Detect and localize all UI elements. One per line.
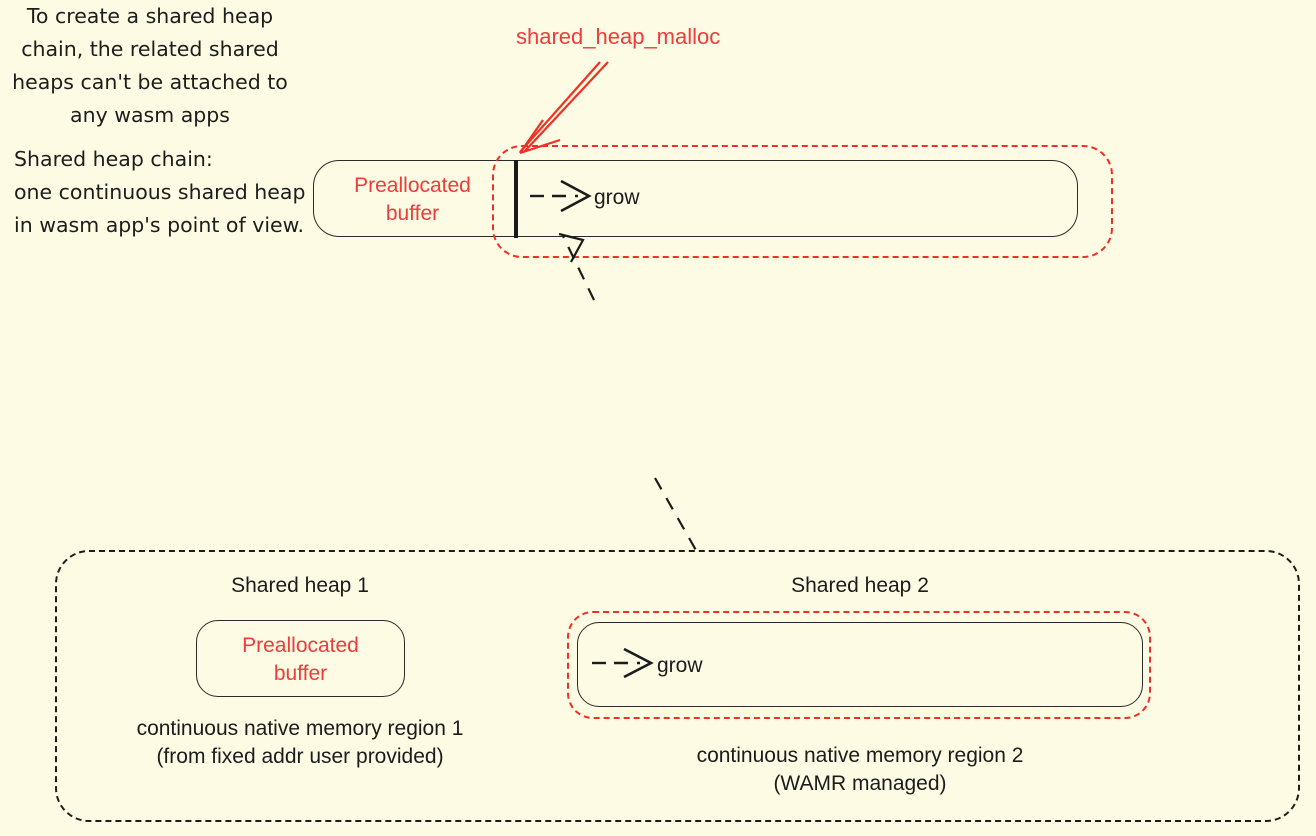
shared-heap-1-caption: continuous native memory region 1 (from … bbox=[136, 717, 464, 768]
shared-heap-2-title: Shared heap 2 bbox=[791, 574, 929, 597]
shared-heap-2-growable-outline bbox=[567, 611, 1151, 719]
shared-heap-malloc-label: shared_heap_malloc bbox=[516, 24, 721, 49]
shared-heap-1-buffer-label: Preallocated buffer bbox=[242, 634, 359, 685]
shared-heap-2-caption: continuous native memory region 2 (WAMR … bbox=[696, 744, 1024, 795]
top-growable-region-outline bbox=[492, 145, 1113, 258]
shared-heap-chain-caption: Shared heap chain: one continuous shared… bbox=[14, 147, 306, 237]
top-continuous-heap-box bbox=[313, 160, 1078, 237]
shared-heap-1-title: Shared heap 1 bbox=[231, 574, 369, 597]
shared-heap-2-grow-label: grow bbox=[657, 654, 703, 677]
shared-heap-1-buffer-box bbox=[196, 620, 405, 697]
heap-boundary-divider bbox=[514, 160, 518, 238]
shared-heap-2-box bbox=[577, 622, 1143, 707]
top-preallocated-buffer-label: Preallocated buffer bbox=[354, 174, 471, 225]
shared-heap-chain-constraint-note: To create a shared heap chain, the relat… bbox=[12, 4, 288, 127]
shared-heap-malloc-pointer-arrow bbox=[519, 61, 609, 155]
constraint-note-leader-lower bbox=[654, 477, 698, 553]
top-grow-label: grow bbox=[594, 186, 640, 209]
